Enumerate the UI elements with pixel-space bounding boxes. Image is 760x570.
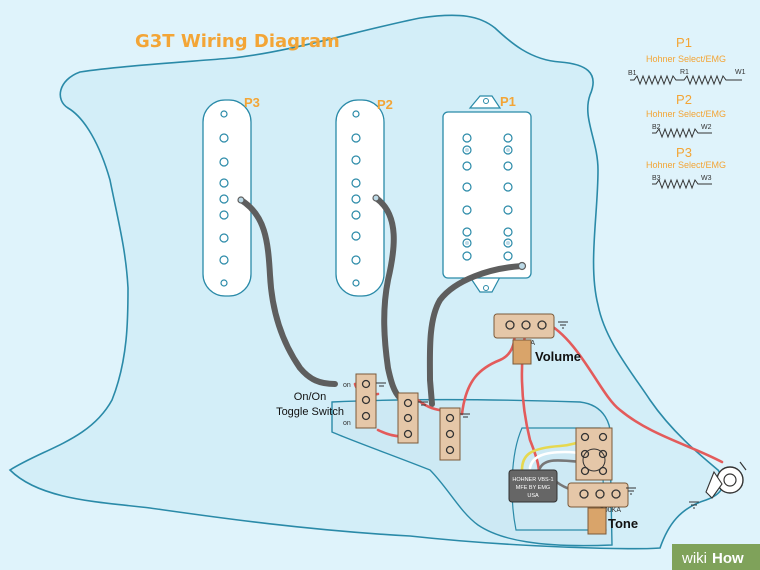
legend: P1 Hohner Select/EMG B1 R1 W1 P2 Hohner … — [628, 35, 746, 190]
legend-p2-w: W2 — [701, 124, 712, 131]
legend-p3-w: W3 — [701, 175, 712, 182]
legend-p3-resistor — [652, 178, 712, 190]
pickup-p3: P3 — [202, 95, 260, 297]
volume-pot: 500KA Volume — [493, 313, 581, 365]
tone-label: Tone — [608, 516, 638, 531]
wire-red-volume-jack — [543, 320, 724, 464]
legend-p1-b: B1 — [628, 70, 637, 77]
booster-line2: MFE BY EMG — [516, 485, 550, 491]
volume-label: Volume — [535, 349, 581, 364]
switch-label-line1: On/On — [294, 391, 326, 403]
legend-p1-w: W1 — [735, 69, 746, 76]
legend-p2-label: P2 — [676, 92, 692, 107]
booster-line3: USA — [527, 493, 539, 499]
legend-p1-desc: Hohner Select/EMG — [646, 54, 726, 64]
pickup-p2: P2 — [335, 97, 393, 297]
legend-p1-r: R1 — [680, 69, 689, 76]
booster-module: HOHNER VBS-1 MFE BY EMG USA — [508, 469, 558, 503]
tone-value: 500KA — [600, 507, 621, 514]
pickup-label-p3: P3 — [244, 95, 260, 110]
legend-p2-desc: Hohner Select/EMG — [646, 109, 726, 119]
legend-p2-resistor — [652, 127, 712, 139]
toggle-switch: on on On/On Toggle Switch — [276, 373, 470, 461]
legend-p2-b: B2 — [652, 124, 661, 131]
pickup-label-p1: P1 — [500, 94, 516, 109]
legend-p3-b: B3 — [652, 175, 661, 182]
switch-label-line2: Toggle Switch — [276, 406, 344, 418]
legend-p3-desc: Hohner Select/EMG — [646, 160, 726, 170]
push-pull-block — [575, 427, 613, 481]
legend-p1-resistor — [630, 74, 742, 86]
diagram-title: G3T Wiring Diagram — [135, 31, 340, 52]
switch-on-bottom: on — [343, 420, 351, 427]
pickup-label-p2: P2 — [377, 97, 393, 112]
tone-pot: 500KA Tone — [567, 482, 638, 535]
wire-p3 — [238, 197, 338, 387]
pickup-p1: P1 — [442, 94, 532, 293]
switch-on-top: on — [343, 382, 351, 389]
legend-p3-label: P3 — [676, 145, 692, 160]
wire-p2 — [373, 195, 403, 401]
legend-p1-label: P1 — [676, 35, 692, 50]
booster-line1: HOHNER VBS-1 — [512, 477, 553, 483]
wikihow-watermark: wiki How — [672, 544, 760, 570]
watermark-wiki: wiki — [681, 550, 707, 567]
wire-p1 — [426, 263, 525, 407]
output-jack — [689, 461, 747, 509]
watermark-how: How — [712, 550, 744, 567]
